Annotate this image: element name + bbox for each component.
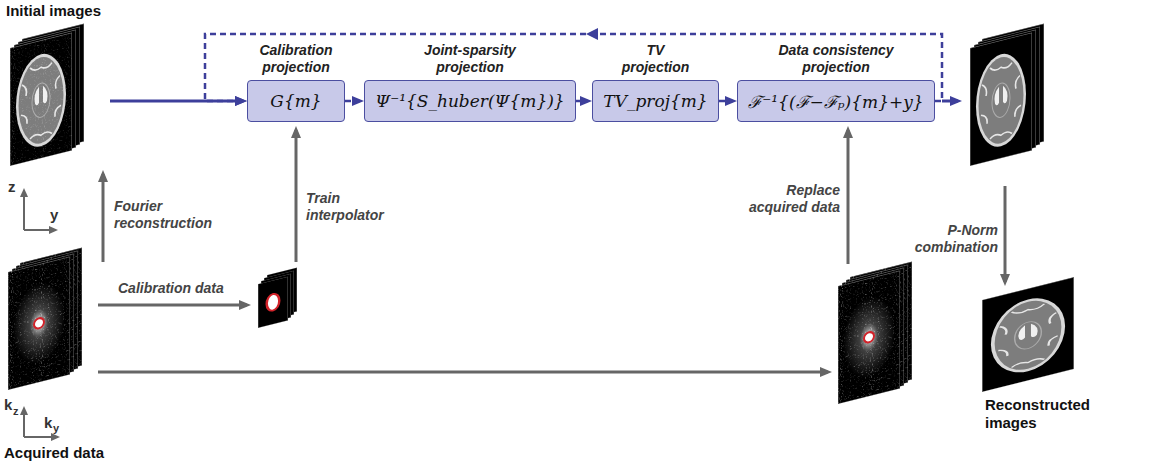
annotation-label: Train interpolator (306, 190, 406, 224)
acquired-kspace-stack-part (8, 257, 70, 390)
stack-heading: Initial images (6, 2, 101, 20)
process-box: Joint-sparsity projectionΨ⁻¹{S_huber(Ψ{m… (364, 80, 576, 122)
axis-arrows (24, 192, 54, 230)
box-title: Data consistency projection (761, 42, 911, 76)
formula-text: G{m} (270, 91, 321, 111)
output-image-stack (970, 24, 1044, 166)
initial-image-stack-part (10, 33, 72, 166)
axis-label-text: z (8, 178, 16, 195)
initial-image-stack-part (10, 33, 72, 166)
calibration-data-stack-part (258, 277, 288, 328)
axis-label-text: k (44, 414, 52, 431)
axis-subscript: z (13, 405, 19, 418)
box-shape: G{m} (247, 80, 345, 122)
box-shape: Ψ⁻¹{S_huber(Ψ{m})} (364, 80, 576, 122)
flow-arrows-part (98, 304, 247, 307)
annotation-label-text: Calibration data (118, 280, 224, 297)
annotation-label: Calibration data (118, 280, 224, 297)
process-box: TV projectionTV_proj{m} (592, 80, 719, 122)
flow-arrow (719, 100, 733, 103)
axis-label: y (50, 206, 58, 223)
box-shape: ℱ⁻¹{(ℱ−ℱₚ){m}+y} (737, 80, 935, 122)
edge-label-text: Fourier reconstruction (114, 198, 232, 232)
annotation-label: Replace acquired data (740, 182, 840, 216)
output-label-text: Reconstructed images (985, 396, 1125, 432)
box-shape: TV_proj{m} (592, 80, 719, 122)
flow-arrow (110, 100, 243, 103)
box-title-text: Calibration projection (236, 42, 356, 76)
annotation-label-text: P-Norm combination (900, 222, 998, 256)
box-title-text: Data consistency projection (761, 42, 911, 76)
image-stack-node: Acquired data (4, 262, 130, 462)
flow-arrow (102, 174, 105, 262)
flow-arrows-part (295, 130, 298, 262)
axis-label: k (44, 414, 52, 431)
initial-image-stack (10, 24, 84, 166)
axis-arrows-part (23, 192, 25, 230)
output-image-stack-part (970, 33, 1032, 166)
flow-arrows-part (847, 130, 850, 264)
axis-subscript: y (53, 422, 59, 435)
output-label: Reconstructed images (985, 396, 1125, 432)
stack-heading: Acquired data (4, 444, 104, 462)
stack-heading-text: Initial images (6, 2, 101, 20)
calibration-data-stack (258, 268, 297, 328)
annotation-label: P-Norm combination (900, 222, 998, 256)
annotation-label-text: Replace acquired data (740, 182, 840, 216)
annotation-label-text: Train interpolator (306, 190, 406, 224)
flow-arrow (576, 100, 588, 103)
flow-arrows-part (1004, 186, 1007, 282)
axis-label-text: y (50, 206, 58, 223)
process-box: Calibration projectionG{m} (247, 80, 345, 122)
reconstructed-image (982, 277, 1074, 392)
box-title-text: TV projection (613, 42, 699, 76)
edge-label: Fourier reconstruction (114, 198, 232, 232)
flow-arrows-part (98, 371, 828, 374)
axis-label: k (4, 396, 12, 413)
axis-arrows-part (24, 229, 54, 231)
box-title: TV projection (613, 42, 699, 76)
replaced-kspace-stack-part (838, 271, 900, 404)
image-stack-node: Initial images (6, 2, 110, 170)
kspace-axis-arrows-part (23, 410, 25, 437)
kspace-axis-arrows (24, 410, 56, 437)
formula-text: TV_proj{m} (603, 91, 707, 111)
box-title: Calibration projection (236, 42, 356, 76)
flow-arrow (345, 100, 360, 103)
stack-heading-text: Acquired data (4, 444, 104, 462)
reconstructed-image-part (982, 277, 1074, 392)
flow-arrows (98, 28, 1005, 372)
axis-subscript-text: z (13, 405, 19, 418)
axis-label: z (8, 178, 16, 195)
box-title-text: Joint-sparsity projection (405, 42, 535, 76)
formula-text: Ψ⁻¹{S_huber(Ψ{m})} (375, 91, 564, 111)
acquired-kspace-stack (8, 248, 82, 390)
axis-subscript-text: y (53, 422, 59, 435)
axis-label-text: k (4, 396, 12, 413)
box-title: Joint-sparsity projection (405, 42, 535, 76)
formula-text: ℱ⁻¹{(ℱ−ℱₚ){m}+y} (748, 90, 923, 113)
process-box: Data consistency projectionℱ⁻¹{(ℱ−ℱₚ){m}… (737, 80, 935, 122)
replaced-kspace-stack (838, 262, 912, 404)
kspace-axis-arrows-part (24, 436, 56, 438)
flow-arrows-part (942, 100, 958, 103)
